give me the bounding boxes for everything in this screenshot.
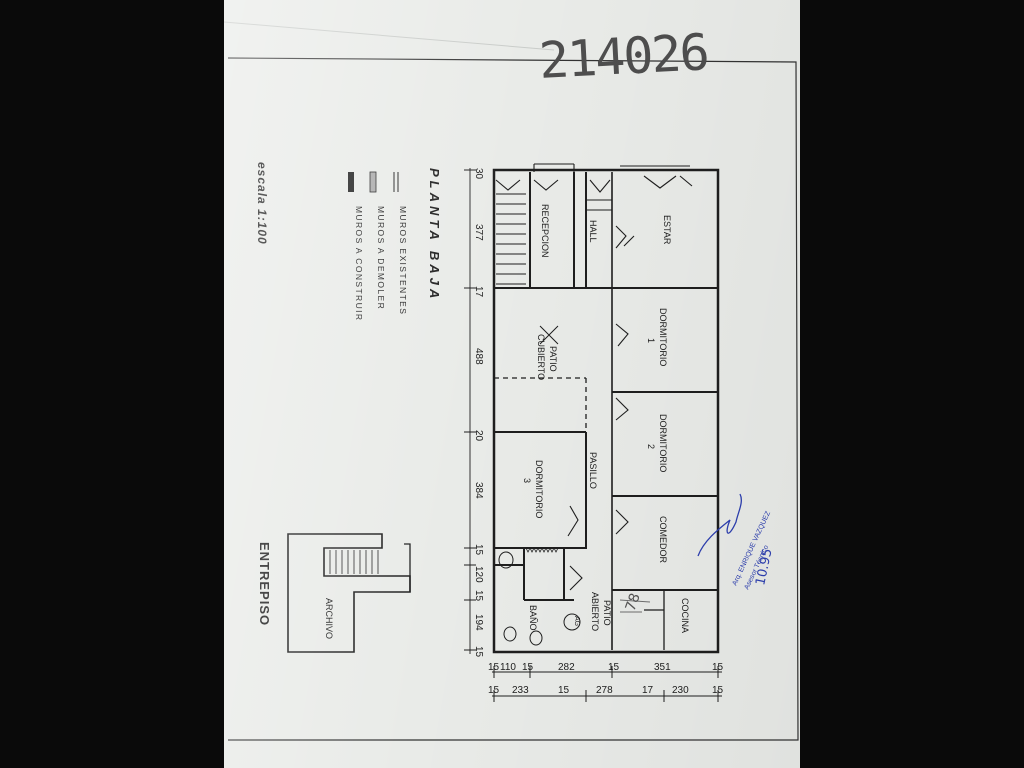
vertical-dimensions: 30 377 17 488 20 384 15 120 15 194 15 <box>473 168 484 658</box>
plan-title: PLANTA BAJA <box>427 168 442 302</box>
sheet-border <box>227 57 799 741</box>
room-cocina: COCINA <box>680 598 690 633</box>
paper-fold <box>224 21 555 51</box>
legend-demolish-label: MUROS A DEMOLER <box>376 206 386 310</box>
room-patio-cubierto-2: CUBIERTO <box>536 334 546 380</box>
room-estar: ESTAR <box>662 215 672 245</box>
legend-swatch-demolish <box>369 171 377 193</box>
room-dormitorio-1: DORMITORIO <box>658 308 668 366</box>
room-patio-abierto-1: PATIO <box>602 600 612 626</box>
legend-construct-label: MUROS A CONSTRUIR <box>354 206 364 321</box>
dimension-ticks <box>464 169 719 702</box>
dim-v-4: 20 <box>473 430 484 442</box>
room-labels: ESTAR HALL RECEPCION DORMITORIO 1 PATIO … <box>522 204 690 633</box>
pencil-scribble <box>619 599 651 613</box>
legend-labels: MUROS EXISTENTES MUROS A DEMOLER MUROS A… <box>354 206 408 321</box>
room-hall: HALL <box>588 220 598 243</box>
room-bano: BAÑO <box>528 605 538 631</box>
stamp-number: 214026 <box>538 23 709 90</box>
room-recepcion: RECEPCION <box>540 204 550 258</box>
scale-label: escala 1:100 <box>255 162 269 245</box>
room-patio-abierto-2: ABIERTO <box>590 592 600 631</box>
entrepiso-drawing <box>287 533 411 653</box>
dim-h1-1: 110 <box>500 662 516 673</box>
dim-h2-1: 233 <box>512 685 529 696</box>
floor-plan-drawing: 214026 <box>224 21 799 741</box>
horizontal-dimensions-2: 15 233 15 278 17 230 15 <box>488 685 724 696</box>
plan-walls <box>492 163 720 654</box>
blueprint-sheet: 214026 <box>224 0 800 768</box>
entrepiso-title: ENTREPISO <box>257 542 272 626</box>
room-dormitorio-3-num: 3 <box>522 478 532 483</box>
dim-v-10: 15 <box>473 646 484 658</box>
dim-h2-5: 230 <box>672 685 689 696</box>
dim-h2-4: 17 <box>642 685 654 696</box>
dim-v-8: 15 <box>473 590 484 602</box>
dim-v-0: 30 <box>473 168 484 180</box>
dim-h1-2: 15 <box>522 662 534 673</box>
legend-swatch-construct <box>348 172 354 192</box>
dim-v-7: 120 <box>473 566 484 583</box>
dim-h1-5: 351 <box>654 662 671 673</box>
room-ag: AG <box>573 616 580 626</box>
signature-date: 10.95 <box>753 547 775 587</box>
room-patio-cubierto-1: PATIO <box>548 346 558 372</box>
dim-v-3: 488 <box>473 348 484 365</box>
room-comedor: COMEDOR <box>658 516 668 564</box>
dim-v-6: 15 <box>473 544 484 556</box>
legend-swatches <box>348 171 399 193</box>
dim-h2-2: 15 <box>558 685 570 696</box>
room-dormitorio-2-num: 2 <box>646 444 656 449</box>
legend-existing-label: MUROS EXISTENTES <box>398 206 408 315</box>
dim-v-2: 17 <box>473 286 484 298</box>
dim-v-9: 194 <box>473 614 484 631</box>
room-dormitorio-2: DORMITORIO <box>658 414 668 472</box>
room-dormitorio-3: DORMITORIO <box>534 460 544 518</box>
dim-h2-3: 278 <box>596 685 613 696</box>
signature-scribble <box>697 493 742 557</box>
dim-h1-4: 15 <box>608 662 620 673</box>
room-pasillo: PASILLO <box>588 452 598 489</box>
horizontal-dimensions-1: 15 110 15 282 15 351 15 <box>488 662 724 673</box>
entrepiso-room: ARCHIVO <box>324 598 334 639</box>
dim-h1-3: 282 <box>558 662 575 673</box>
room-dormitorio-1-num: 1 <box>646 338 656 343</box>
dim-v-1: 377 <box>473 224 484 241</box>
legend-swatch-existing <box>393 172 399 192</box>
architect-signature: Arq. ENRIQUE VAZQUEZ Asesor Técnico 10.9… <box>697 493 776 591</box>
dim-v-5: 384 <box>473 482 484 499</box>
pencil-annotation: 78 <box>623 591 644 613</box>
